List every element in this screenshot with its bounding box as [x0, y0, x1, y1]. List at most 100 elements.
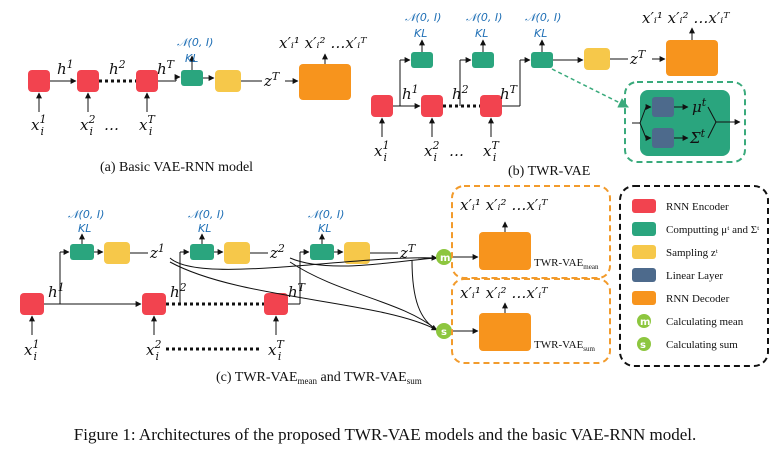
sum-glyph: s: [441, 327, 447, 338]
computing-block: [472, 52, 494, 68]
z-label: zT: [629, 48, 647, 68]
panel-c: [20, 185, 611, 364]
caption-c: (c) TWR-VAEmean and TWR-VAEsum: [216, 370, 422, 386]
sampling-block: [104, 242, 130, 264]
caption-a: (a) Basic VAE-RNN model: [100, 160, 253, 175]
h-label: h1: [402, 83, 419, 103]
mu-label: μt: [692, 96, 707, 116]
sum-node: [436, 323, 452, 339]
legend-glyph: m: [640, 317, 650, 328]
encoder-block: [480, 95, 502, 117]
decoder-block: [299, 64, 351, 100]
h-label: hT: [500, 83, 519, 103]
output-sequence-label: x′ᵢ¹ x′ᵢ² …x′ᵢᵀ: [642, 9, 730, 27]
ellipsis: …: [449, 142, 464, 160]
sampling-block: [344, 242, 370, 264]
kl-label: KL: [318, 222, 331, 235]
kl-label: KL: [185, 52, 198, 65]
panel-c-labels: 𝒩(0, I) KL 𝒩(0, I) KL 𝒩(0, I) KL z1 z2 z…: [24, 196, 599, 386]
output-sequence-label: x′ᵢ¹ x′ᵢ² …x′ᵢᵀ: [279, 34, 367, 52]
normal-label: 𝒩(0, I): [525, 11, 561, 24]
encoder-block: [28, 70, 50, 92]
decoder-block: [479, 313, 531, 351]
kl-label: KL: [78, 222, 91, 235]
z-label: zT: [263, 70, 281, 90]
legend-item: m Calculating mean: [637, 314, 744, 328]
sampling-block: [215, 70, 241, 92]
legend-label: Calculating mean: [666, 316, 744, 328]
sum-decoder-box: [451, 278, 611, 364]
legend-label: RNN Encoder: [666, 201, 729, 213]
z-label: z1: [149, 242, 165, 262]
encoder-block: [77, 70, 99, 92]
legend-label: RNN Decoder: [666, 293, 730, 305]
h-label: hT: [157, 58, 176, 78]
legend-item: Linear Layer: [632, 268, 723, 282]
linear-layer-block: [652, 128, 674, 148]
normal-label: 𝒩(0, I): [177, 36, 213, 49]
legend-box: [619, 185, 769, 367]
decoder-block: [666, 40, 718, 76]
decoder-label-sum: TWR-VAEsum: [534, 339, 596, 353]
h-label: h2: [109, 58, 126, 78]
computing-block: [531, 52, 553, 68]
computing-block: [190, 244, 214, 260]
sigma-label: Σt: [689, 127, 706, 147]
panel-b: [371, 27, 746, 163]
computing-block: [70, 244, 94, 260]
encoder-block: [20, 293, 44, 315]
encoder-block: [142, 293, 166, 315]
ellipsis: …: [104, 116, 119, 134]
legend-swatch: [632, 245, 656, 259]
computing-block: [310, 244, 334, 260]
normal-label: 𝒩(0, I): [308, 208, 344, 221]
legend-swatch: [637, 314, 651, 328]
encoder-block: [371, 95, 393, 117]
normal-label: 𝒩(0, I): [68, 208, 104, 221]
computing-block: [411, 52, 433, 68]
legend-glyph: s: [640, 340, 646, 351]
h-label: hT: [288, 281, 307, 301]
caption-b: (b) TWR-VAE: [508, 164, 590, 179]
z-label: zT: [399, 242, 417, 262]
encoder-block: [421, 95, 443, 117]
legend-item: RNN Decoder: [632, 291, 730, 305]
h-label: h1: [57, 58, 74, 78]
h-label: h1: [48, 281, 65, 301]
legend-swatch: [632, 222, 656, 236]
figure-caption: Figure 1: Architectures of the proposed …: [74, 425, 696, 444]
kl-label: KL: [534, 27, 547, 40]
legend-item: RNN Encoder: [632, 199, 729, 213]
legend-label: Sampling zᵗ: [666, 247, 718, 259]
sampling-block: [584, 48, 610, 70]
h-label: h2: [170, 281, 187, 301]
encoder-block: [136, 70, 158, 92]
normal-label: 𝒩(0, I): [405, 11, 441, 24]
kl-label: KL: [475, 27, 488, 40]
decoder-block: [479, 232, 531, 270]
legend-label: Linear Layer: [666, 270, 723, 282]
decoder-label-mean: TWR-VAEmean: [534, 257, 599, 271]
panel-a: [28, 53, 351, 112]
legend-label: Calculating sum: [666, 339, 738, 351]
normal-label: 𝒩(0, I): [188, 208, 224, 221]
computing-block: [181, 70, 203, 86]
legend-item: Computting μᵗ and Σᵗ: [632, 222, 759, 236]
legend-item: s Calculating sum: [637, 337, 738, 351]
zoom-box: [624, 81, 746, 163]
legend-label: Computting μᵗ and Σᵗ: [666, 224, 759, 236]
legend-swatch: [632, 199, 656, 213]
panel-b-labels: 𝒩(0, I) KL 𝒩(0, I) KL 𝒩(0, I) KL h1 h2 h…: [374, 9, 730, 179]
legend-swatch: [637, 337, 651, 351]
sampling-block: [224, 242, 250, 264]
mean-glyph: m: [440, 253, 450, 264]
legend-swatch: [632, 268, 656, 282]
